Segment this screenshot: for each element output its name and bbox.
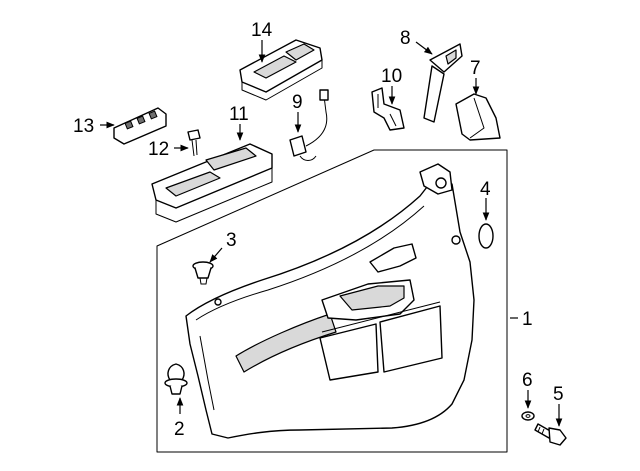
leader-8 <box>415 41 433 55</box>
door-trim-panel <box>185 163 475 439</box>
assembly-box <box>156 149 508 453</box>
screw <box>187 129 201 157</box>
window-switch <box>239 39 323 101</box>
armrest-pull-handle <box>151 143 273 223</box>
callout-2: 2 <box>174 419 185 440</box>
mounting-bracket <box>371 87 405 131</box>
callout-6: 6 <box>522 370 533 391</box>
callout-14: 14 <box>251 20 273 41</box>
callout-4: 4 <box>480 179 491 200</box>
seal-ring <box>478 223 494 249</box>
mounting-bolt <box>534 423 567 446</box>
callout-10: 10 <box>381 66 402 87</box>
callout-12: 12 <box>148 139 169 160</box>
leader-3 <box>209 247 223 263</box>
callout-9: 9 <box>292 92 303 113</box>
callout-7: 7 <box>470 58 481 79</box>
handle-insert <box>423 43 463 123</box>
mirror-cover-trim <box>455 93 501 141</box>
switch-panel-bezel <box>113 107 167 145</box>
callout-3: 3 <box>226 230 237 251</box>
callout-11: 11 <box>229 104 249 125</box>
callout-1: 1 <box>522 309 533 330</box>
push-clip-fastener <box>164 363 188 395</box>
callout-8: 8 <box>400 28 411 49</box>
callout-5: 5 <box>553 384 564 405</box>
wiring-harness <box>289 89 329 161</box>
retainer-clip <box>192 261 214 285</box>
washer <box>521 411 535 421</box>
callout-13: 13 <box>73 116 94 137</box>
